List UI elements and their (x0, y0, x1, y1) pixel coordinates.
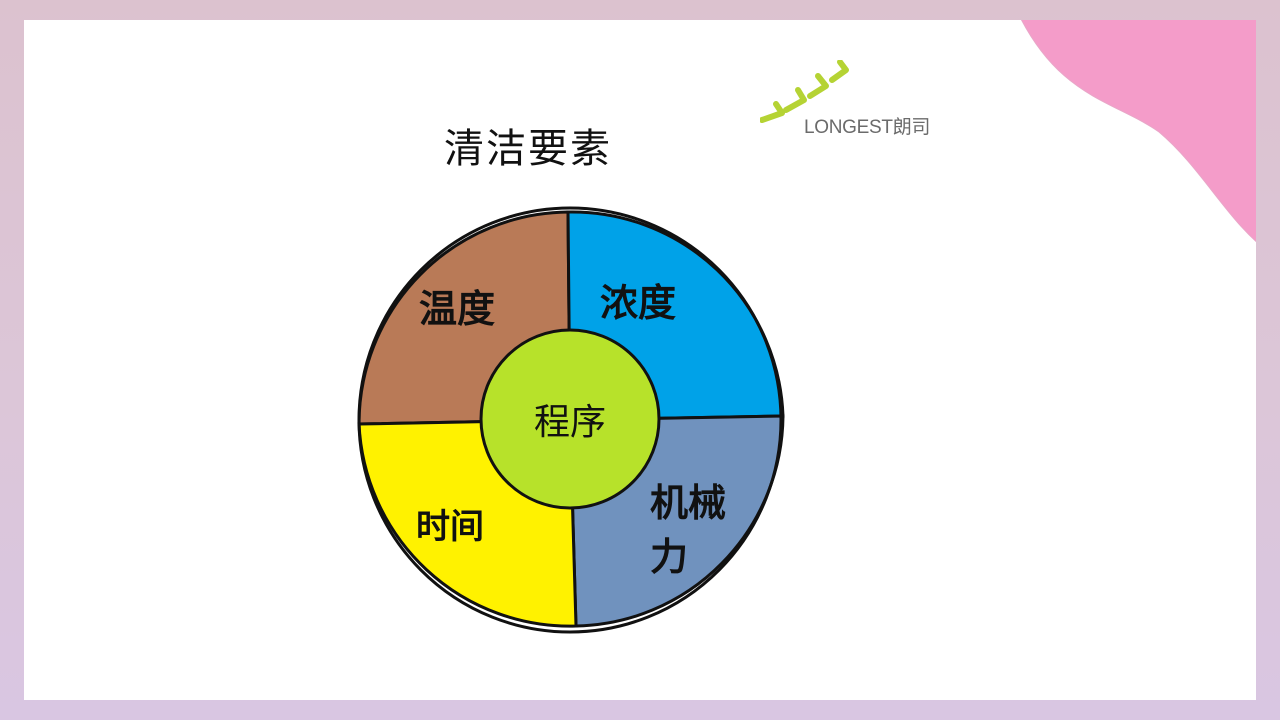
label-mechanical-force-line2: 力 (650, 534, 688, 579)
outer-ring (357, 206, 783, 634)
center-circle (479, 328, 661, 510)
label-concentration: 浓度 (600, 280, 676, 325)
longest-logo-icon (760, 60, 849, 123)
label-center-procedure: 程序 (534, 402, 606, 443)
slide: 清洁要素 LONGEST朗司 温度 浓度 机械 力 时间 程序 (24, 20, 1256, 700)
cleaning-factors-diagram: 温度 浓度 机械 力 时间 程序 (357, 206, 785, 634)
label-temperature: 温度 (419, 286, 495, 331)
corner-decoration (1020, 20, 1256, 243)
logo-text: LONGEST朗司 (804, 117, 931, 138)
slide-title: 清洁要素 (444, 126, 612, 172)
label-mechanical-force-line1: 机械 (650, 480, 726, 525)
label-time: 时间 (416, 507, 484, 547)
